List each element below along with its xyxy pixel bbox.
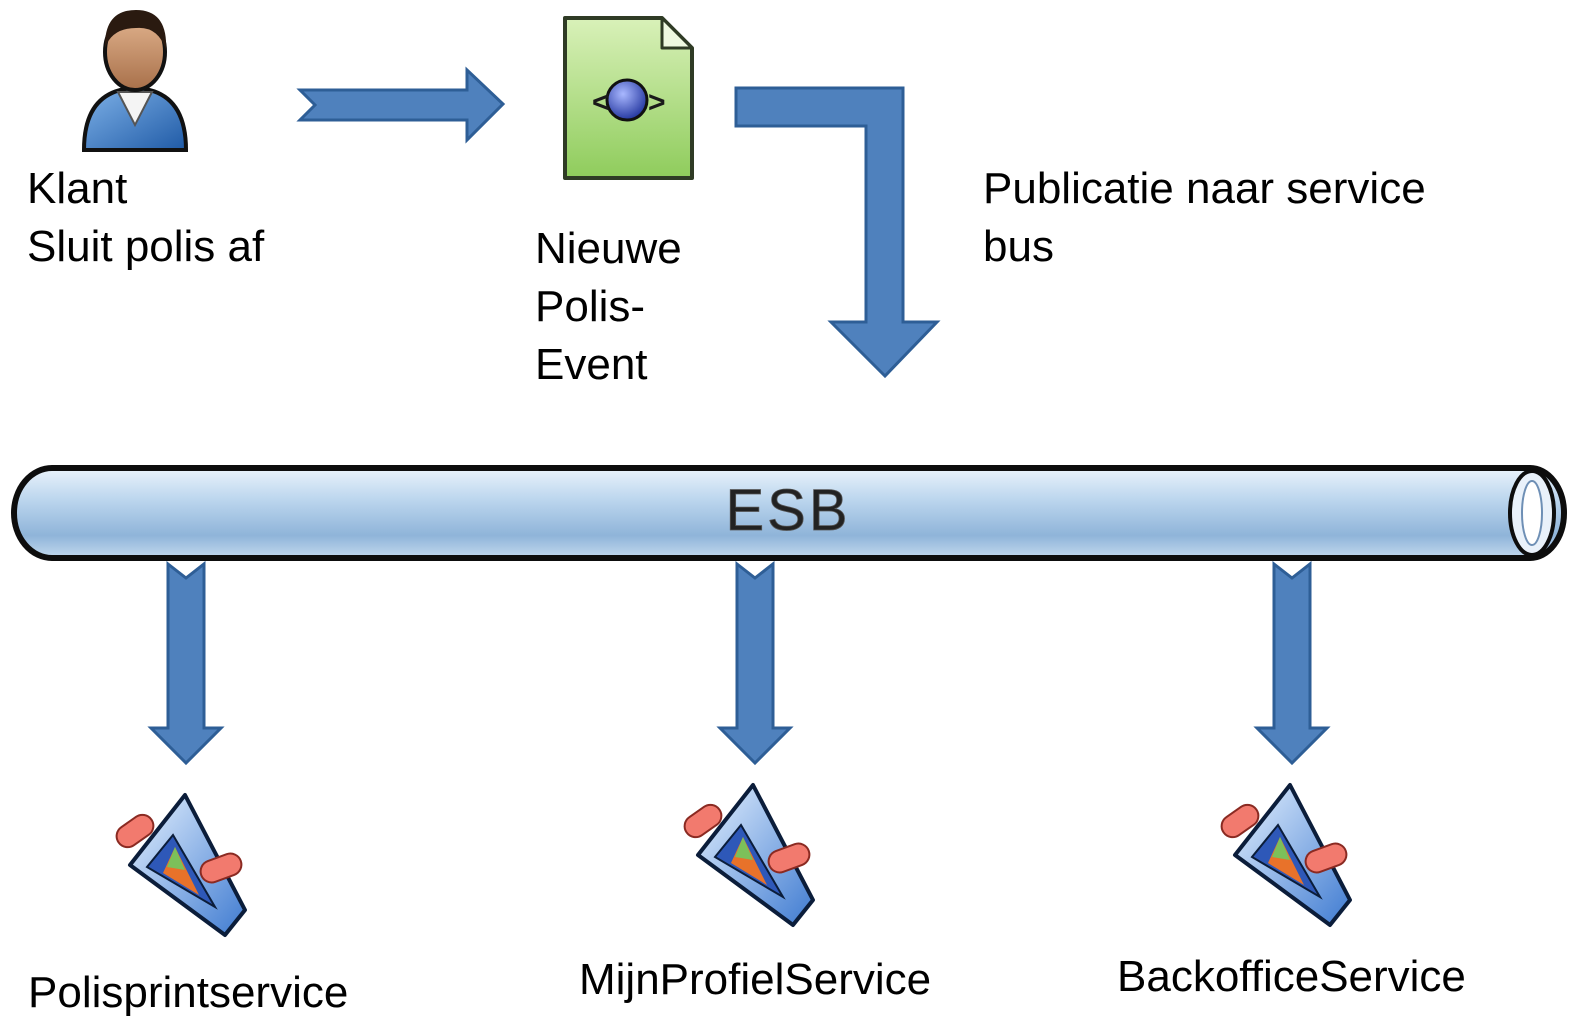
publish-line-1: Publicatie naar service — [983, 164, 1426, 213]
event-line-1: Nieuwe — [535, 224, 682, 273]
actor-name: Klant — [27, 164, 128, 213]
service-component-icon — [1215, 783, 1352, 927]
esb-bus — [11, 465, 1567, 561]
arrow-bus-to-backoffice — [1253, 560, 1331, 766]
person-icon — [81, 10, 189, 152]
arrow-bus-to-polisprint — [147, 560, 225, 766]
actor-label: Klant Sluit polis af — [27, 160, 264, 276]
service-label-backoffice: BackofficeService — [1117, 952, 1466, 1001]
xml-document-icon: < > — [563, 16, 694, 180]
publish-line-2: bus — [983, 222, 1054, 271]
actor-action: Sluit polis af — [27, 222, 265, 271]
event-line-3: Event — [535, 340, 648, 389]
service-component-icon — [110, 793, 247, 937]
event-label: Nieuwe Polis- Event — [535, 220, 682, 394]
arrow-bus-to-mijnprofiel — [716, 560, 794, 766]
svg-text:>: > — [648, 86, 666, 119]
service-component-icon — [678, 783, 815, 927]
svg-text:<: < — [592, 86, 610, 119]
esb-label: ESB — [725, 478, 850, 543]
arrow-actor-to-event — [296, 66, 506, 144]
service-label-polisprint: Polisprintservice — [28, 968, 349, 1017]
publish-label: Publicatie naar service bus — [983, 160, 1426, 276]
event-line-2: Polis- — [535, 282, 646, 331]
service-label-mijnprofiel: MijnProfielService — [579, 955, 932, 1004]
arrow-publish-to-bus — [734, 86, 941, 379]
